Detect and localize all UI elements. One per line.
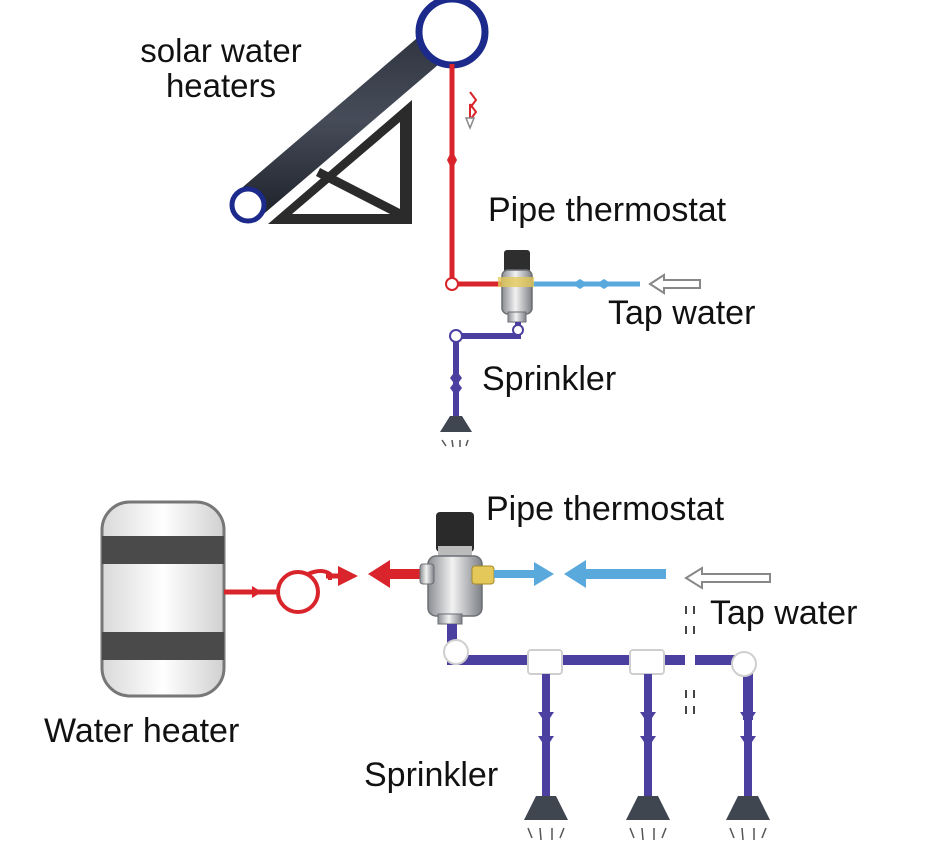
label-pipe-thermostat-top: Pipe thermostat	[488, 191, 727, 229]
tap-water-arrow-bottom	[684, 566, 771, 590]
solar-collector-tube	[231, 17, 465, 222]
label-pipe-thermostat-bottom: Pipe thermostat	[486, 490, 725, 528]
label-water-heater: Water heater	[44, 712, 240, 750]
label-sprinkler-bottom: Sprinkler	[364, 756, 499, 794]
thermostatic-mixing-valve-icon-bottom	[419, 512, 495, 625]
circulation-pump-icon	[276, 566, 358, 614]
sprinkler-head-icon-1	[524, 796, 568, 841]
label-tap-water-bottom: Tap water	[710, 594, 858, 632]
mixed-distribution-pipe	[443, 604, 757, 800]
hot-flow-arrow	[368, 560, 426, 588]
sprinkler-head-icon-3	[726, 796, 770, 841]
sprinkler-head-icon	[440, 416, 472, 448]
solar-tube-end	[229, 186, 267, 224]
solar-tank-ring	[415, 0, 489, 69]
tap-water-pipe-bottom	[494, 560, 771, 590]
solar-water-heater	[229, 0, 489, 224]
heater-hot-pipe	[224, 586, 278, 598]
label-solar-line2: heaters	[165, 66, 277, 104]
sprinkler-head-icon-2	[626, 796, 670, 841]
tap-water-arrow-top	[648, 273, 701, 295]
thermostatic-mixing-valve-icon	[498, 250, 534, 323]
label-solar-line1: solar water	[140, 32, 302, 69]
label-sprinkler-top: Sprinkler	[482, 360, 617, 398]
solar-frame-inner	[292, 122, 400, 214]
solar-frame-brace	[315, 167, 403, 219]
water-tank-icon	[100, 500, 226, 698]
mixed-pipe-top	[449, 322, 524, 420]
label-solar-water-heaters: solar water heaters	[116, 32, 326, 104]
label-tap-water-top: Tap water	[608, 294, 756, 332]
tap-water-pipe-top	[530, 273, 701, 295]
solar-hot-pipe	[445, 64, 506, 291]
